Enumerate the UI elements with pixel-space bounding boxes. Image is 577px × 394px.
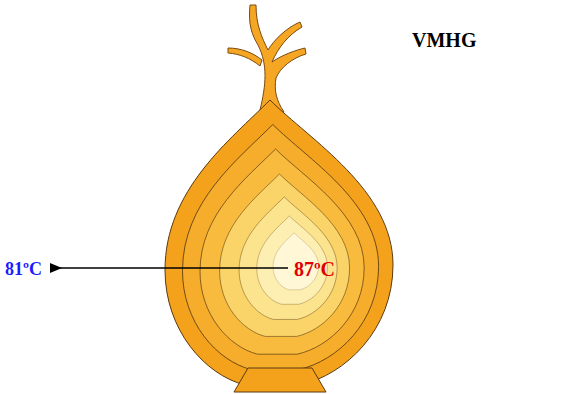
outer-temperature: 81ºC xyxy=(5,260,42,278)
onion-base xyxy=(234,368,326,392)
leader-arrow xyxy=(60,267,288,269)
onion-layer xyxy=(239,197,337,320)
onion-layer xyxy=(200,149,364,354)
core-temperature: 87ºC xyxy=(294,259,335,279)
onion-layer xyxy=(165,100,393,385)
figure-code: VMHG xyxy=(412,30,476,50)
onion-stem-frond xyxy=(228,48,262,66)
onion-layer xyxy=(220,174,350,336)
onion-layer xyxy=(183,125,379,370)
